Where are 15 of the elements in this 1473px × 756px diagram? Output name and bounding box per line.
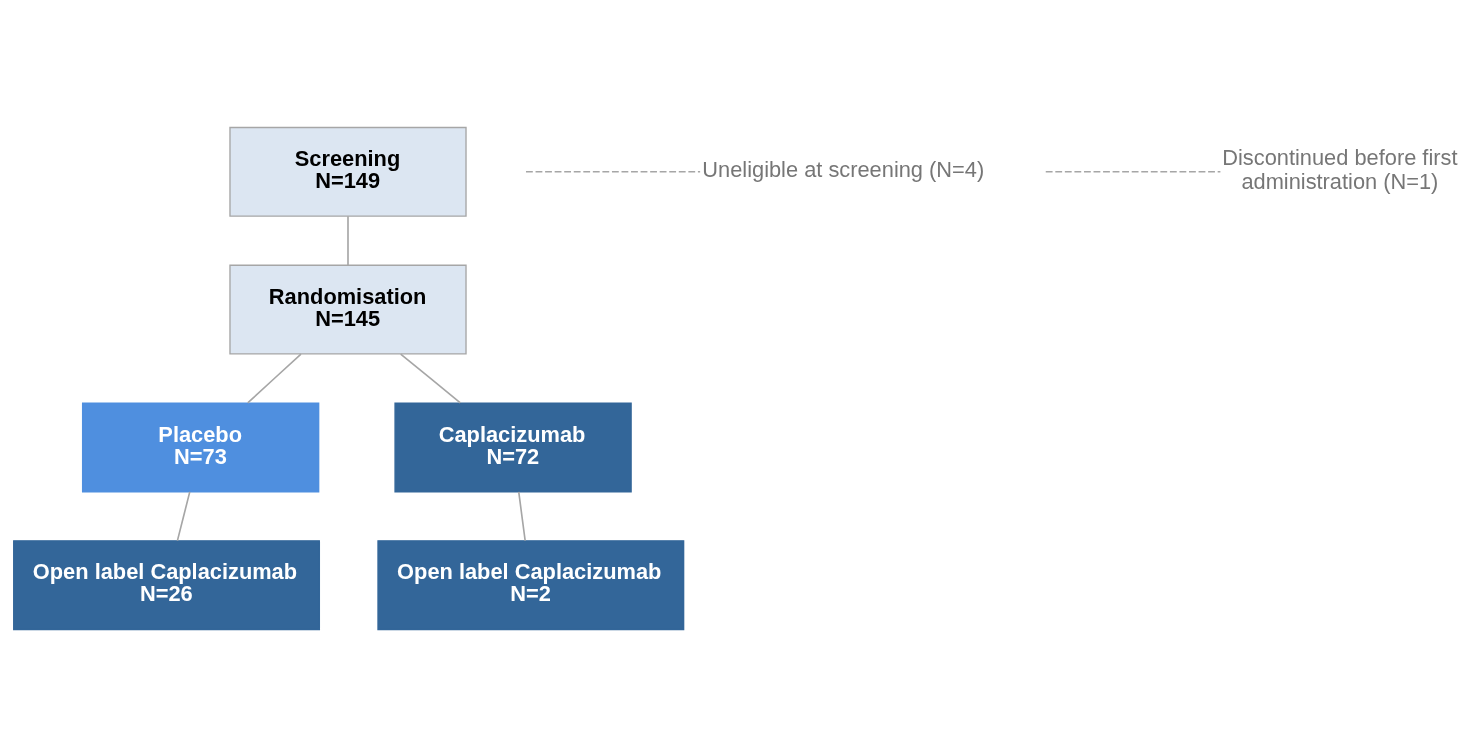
node-box: Caplacizumab N=72: [394, 401, 632, 492]
node-box: Open label Caplacizumab N=2: [377, 539, 685, 630]
connector: [399, 352, 462, 404]
node-text: Uneligible at screening (N=4): [702, 156, 985, 182]
connector: [517, 490, 526, 541]
node-box: Open label Caplacizumab N=26: [13, 539, 321, 630]
connector: [1044, 170, 1222, 173]
connector: [246, 352, 302, 404]
node-box: Randomisation N=145: [229, 264, 467, 355]
node-text: Discontinued before first administration (N=1): [1222, 144, 1458, 194]
connector: [176, 490, 191, 541]
node-box: Placebo N=73: [81, 401, 320, 492]
connector: [525, 170, 701, 173]
connector: [347, 214, 349, 266]
node-box: Screening N=149: [229, 126, 467, 217]
